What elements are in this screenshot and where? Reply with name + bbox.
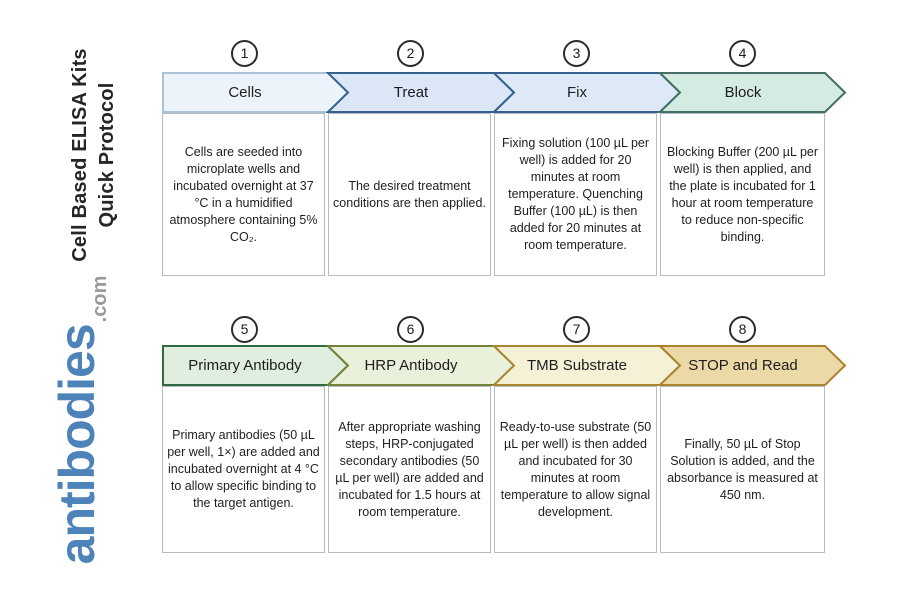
step-3-description-box: Fixing solution (100 µL per well) is add…	[494, 113, 657, 276]
logo-wordmark: antibodies	[49, 324, 105, 565]
step-5-number: 5	[231, 316, 258, 343]
step-4-description: Blocking Buffer (200 µL per well) is the…	[666, 144, 819, 244]
step-8-arrow	[657, 345, 847, 386]
vertical-title: Cell Based ELISA Kits Quick Protocol	[67, 30, 123, 280]
step-3-number: 3	[563, 40, 590, 67]
step-1-label: Cells	[228, 84, 262, 101]
step-3-label: Fix	[567, 84, 587, 101]
step-7-label: TMB Substrate	[526, 357, 628, 374]
step-2-description: The desired treatment conditions are the…	[333, 178, 486, 210]
step-5-label: Primary Antibody	[188, 357, 302, 374]
step-6-number: 6	[397, 316, 424, 343]
step-7-number: 7	[563, 316, 590, 343]
step-5-description-box: Primary antibodies (50 µL per well, 1×) …	[162, 386, 325, 553]
step-1-number: 1	[231, 40, 258, 67]
step-6-label: HRP Antibody	[364, 357, 458, 374]
logo-suffix: .com	[89, 275, 111, 323]
step-4-label: Block	[724, 84, 762, 101]
step-4-number: 4	[729, 40, 756, 67]
vertical-title-line1: Cell Based ELISA Kits	[69, 48, 91, 262]
step-2-number: 2	[397, 40, 424, 67]
arrow-row-1	[162, 72, 847, 113]
step-2-description-box: The desired treatment conditions are the…	[328, 113, 491, 276]
step-5-description: Primary antibodies (50 µL per well, 1×) …	[167, 428, 320, 510]
step-3-description: Fixing solution (100 µL per well) is add…	[501, 136, 650, 252]
step-7-description: Ready-to-use substrate (50 µL per well) …	[499, 419, 652, 519]
step-2-label: Treat	[393, 84, 429, 101]
step-6-description-box: After appropriate washing steps, HRP-con…	[328, 386, 491, 553]
arrow-row-2	[162, 345, 847, 386]
step-7-description-box: Ready-to-use substrate (50 µL per well) …	[494, 386, 657, 553]
antibodies-logo: antibodies .com	[48, 275, 128, 565]
step-8-label: STOP and Read	[688, 357, 798, 374]
step-8-description-box: Finally, 50 µL of Stop Solution is added…	[660, 386, 825, 553]
step-4-arrow	[657, 72, 847, 113]
step-6-description: After appropriate washing steps, HRP-con…	[335, 419, 484, 519]
step-8-description: Finally, 50 µL of Stop Solution is added…	[667, 436, 818, 502]
step-1-description: Cells are seeded into microplate wells a…	[169, 144, 318, 244]
step-4-description-box: Blocking Buffer (200 µL per well) is the…	[660, 113, 825, 276]
vertical-title-line2: Quick Protocol	[96, 82, 118, 228]
step-8-number: 8	[729, 316, 756, 343]
step-1-description-box: Cells are seeded into microplate wells a…	[162, 113, 325, 276]
